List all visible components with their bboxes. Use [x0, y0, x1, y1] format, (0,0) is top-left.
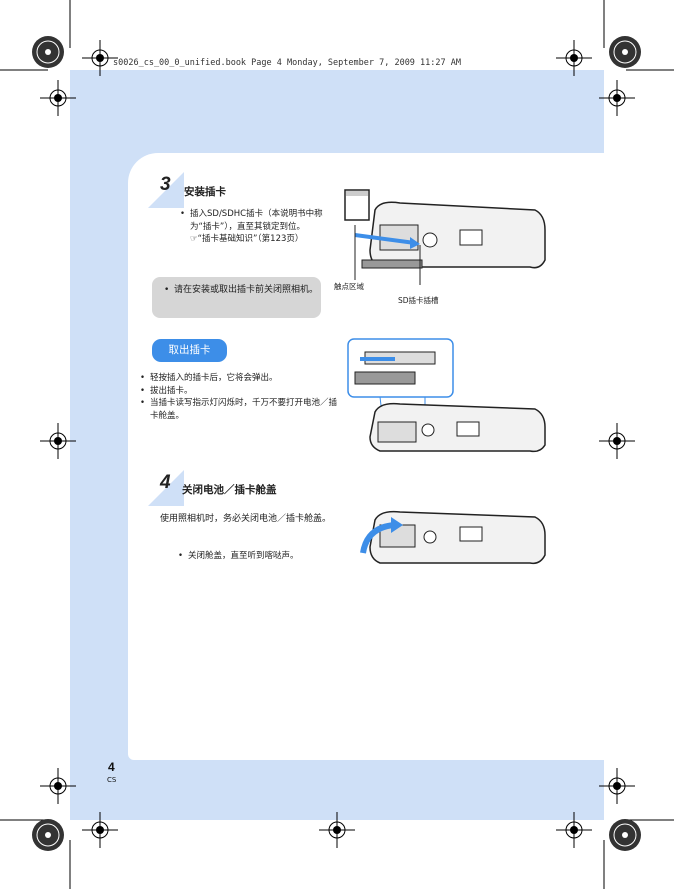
step-3-instructions: • 插入SD/SDHC插卡（本说明书中称为“插卡”），直至其锁定到位。 ☞“插卡… — [180, 208, 332, 246]
contact-area-label: 触点区域 — [334, 282, 364, 291]
step-marker — [148, 470, 184, 506]
step-3-bullet-1: 插入SD/SDHC插卡（本说明书中称为“插卡”），直至其锁定到位。 — [190, 209, 323, 232]
registration-sunburst-icon — [32, 819, 64, 851]
list-item: • 当插卡读写指示灯闪烁时，千万不要打开电池／插卡舱盖。 — [140, 397, 340, 422]
remove-bullet-1: 轻按插入的插卡后，它将会弹出。 — [150, 373, 278, 383]
remove-card-heading: 取出插卡 — [152, 339, 227, 362]
registration-sunburst-icon — [609, 819, 641, 851]
remove-card-instructions: • 轻按插入的插卡后，它将会弹出。 • 拔出插卡。 • 当插卡读写指示灯闪烁时，… — [140, 372, 340, 422]
list-item: • 关闭舱盖，直至听到喀哒声。 — [178, 550, 348, 563]
remove-bullet-2: 拔出插卡。 — [150, 385, 193, 396]
step-4-instructions: • 关闭舱盖，直至听到喀哒声。 — [178, 550, 348, 563]
sd-slot-label: SD插卡插槽 — [398, 296, 439, 305]
step-4-number: 4 — [160, 472, 171, 493]
bullet-dot: • — [178, 551, 184, 561]
language-code: CS — [107, 776, 117, 784]
caution-note-text: 请在安装或取出插卡前关闭照相机。 — [174, 285, 319, 295]
list-item: • 轻按插入的插卡后，它将会弹出。 — [140, 372, 340, 385]
registration-sunburst-icon — [32, 36, 64, 68]
camera-remove-card-illustration — [347, 338, 546, 453]
file-info-header: s0026_cs_00_0_unified.book Page 4 Monday… — [113, 58, 461, 68]
bullet-dot: • — [140, 373, 146, 383]
camera-close-cover-illustration — [360, 510, 546, 565]
remove-bullet-3: 当插卡读写指示灯闪烁时，千万不要打开电池／插卡舱盖。 — [150, 398, 338, 421]
bullet-dot: • — [140, 385, 146, 396]
step-4-body: 使用照相机时，务必关闭电池／插卡舱盖。 — [160, 514, 332, 524]
registration-sunburst-icon — [609, 36, 641, 68]
step-marker — [148, 172, 184, 208]
page-number: 4 — [108, 760, 115, 774]
step-4-title: 关闭电池／插卡舱盖 — [182, 484, 277, 496]
bullet-dot: • — [140, 398, 146, 408]
list-item: • 插入SD/SDHC插卡（本说明书中称为“插卡”），直至其锁定到位。 ☞“插卡… — [180, 208, 332, 246]
step-3-number: 3 — [160, 174, 171, 195]
step-3-bullet-2: ☞“插卡基础知识”（第123页） — [190, 234, 304, 244]
bullet-dot: • — [164, 285, 170, 295]
step-3-title: 安装插卡 — [184, 186, 226, 198]
step-4-bullet: 关闭舱盖，直至听到喀哒声。 — [188, 551, 299, 561]
camera-insert-card-illustration — [344, 189, 546, 285]
bullet-dot: • — [180, 209, 186, 219]
list-item: • 拔出插卡。 — [140, 385, 340, 398]
caution-note: • 请在安装或取出插卡前关闭照相机。 — [152, 277, 321, 318]
